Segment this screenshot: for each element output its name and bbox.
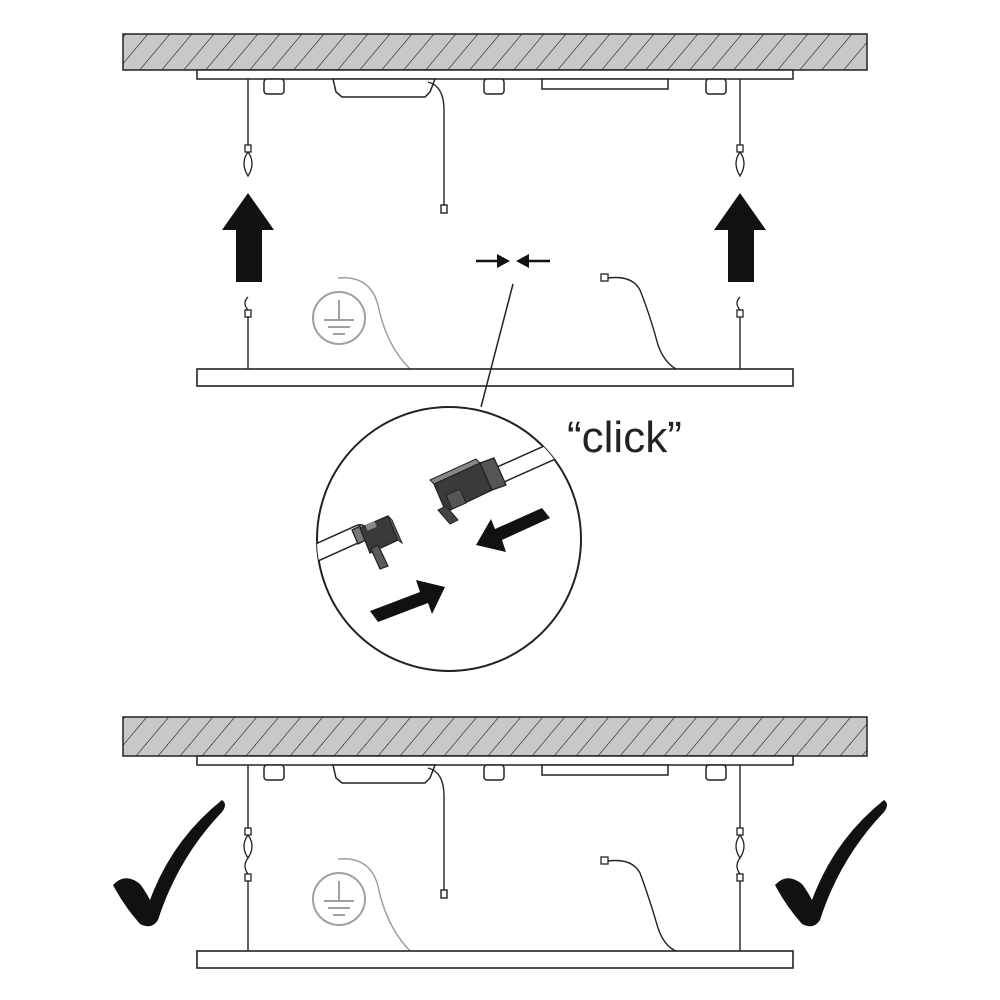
mounting-rail-top — [196, 69, 794, 80]
wire-hook — [736, 857, 741, 875]
driver-cable — [427, 81, 445, 205]
driver-box — [332, 764, 437, 784]
ground-wire — [337, 277, 411, 370]
wire-loop — [243, 834, 253, 860]
rail-clip — [705, 764, 727, 781]
checkmark-icon — [113, 800, 225, 927]
wire-loop — [735, 151, 745, 178]
wire-loop — [243, 151, 253, 178]
driver-cable — [427, 767, 445, 890]
wire-gripper — [244, 309, 252, 318]
panel-plug — [600, 273, 609, 282]
driver-box — [332, 78, 437, 98]
panel-plug — [600, 856, 609, 865]
ceiling-top — [122, 33, 868, 71]
driver-box-2 — [541, 764, 669, 776]
arrow-push-icon — [370, 580, 445, 622]
wire-gripper — [244, 144, 252, 153]
wire-gripper — [244, 873, 252, 882]
click-label: “click” — [567, 413, 682, 462]
wire-hook — [244, 857, 249, 875]
cable-plug — [440, 889, 448, 899]
connector-female — [351, 515, 404, 570]
led-panel-bottom — [196, 950, 794, 969]
cable-plug — [440, 204, 448, 214]
ground-wire — [337, 858, 411, 952]
checkmark-icon — [775, 800, 887, 927]
rail-clip — [705, 78, 727, 95]
connector-male — [429, 457, 507, 525]
bottom-scene — [113, 716, 887, 969]
right-cable — [491, 421, 581, 486]
arrow-push-icon — [476, 508, 550, 552]
arrow-up-icon — [714, 193, 766, 282]
wire-gripper — [244, 827, 252, 836]
wire-gripper — [736, 144, 744, 153]
ground-symbol-icon — [312, 291, 366, 345]
panel-cable — [607, 859, 677, 952]
wire-gripper — [736, 827, 744, 836]
callout-leader-line — [480, 283, 514, 408]
ground-symbol-icon — [312, 872, 366, 926]
rail-clip — [483, 78, 505, 95]
driver-box-2 — [541, 78, 669, 90]
connector-callout — [316, 406, 582, 672]
wire-gripper — [736, 309, 744, 318]
arrow-up-icon — [222, 193, 274, 282]
wire-hook — [736, 296, 741, 311]
wire-gripper — [736, 873, 744, 882]
ceiling-bottom — [122, 716, 868, 757]
wire-loop — [735, 834, 745, 860]
rail-clip — [483, 764, 505, 781]
panel-cable — [607, 276, 677, 370]
rail-clip — [263, 78, 285, 95]
led-panel-top — [196, 368, 794, 387]
mounting-rail-bottom — [196, 755, 794, 766]
arrows-converge-icon — [476, 254, 550, 268]
left-cable — [317, 524, 369, 569]
rail-clip — [263, 764, 285, 781]
wire-hook — [244, 296, 249, 311]
top-scene — [122, 33, 868, 387]
